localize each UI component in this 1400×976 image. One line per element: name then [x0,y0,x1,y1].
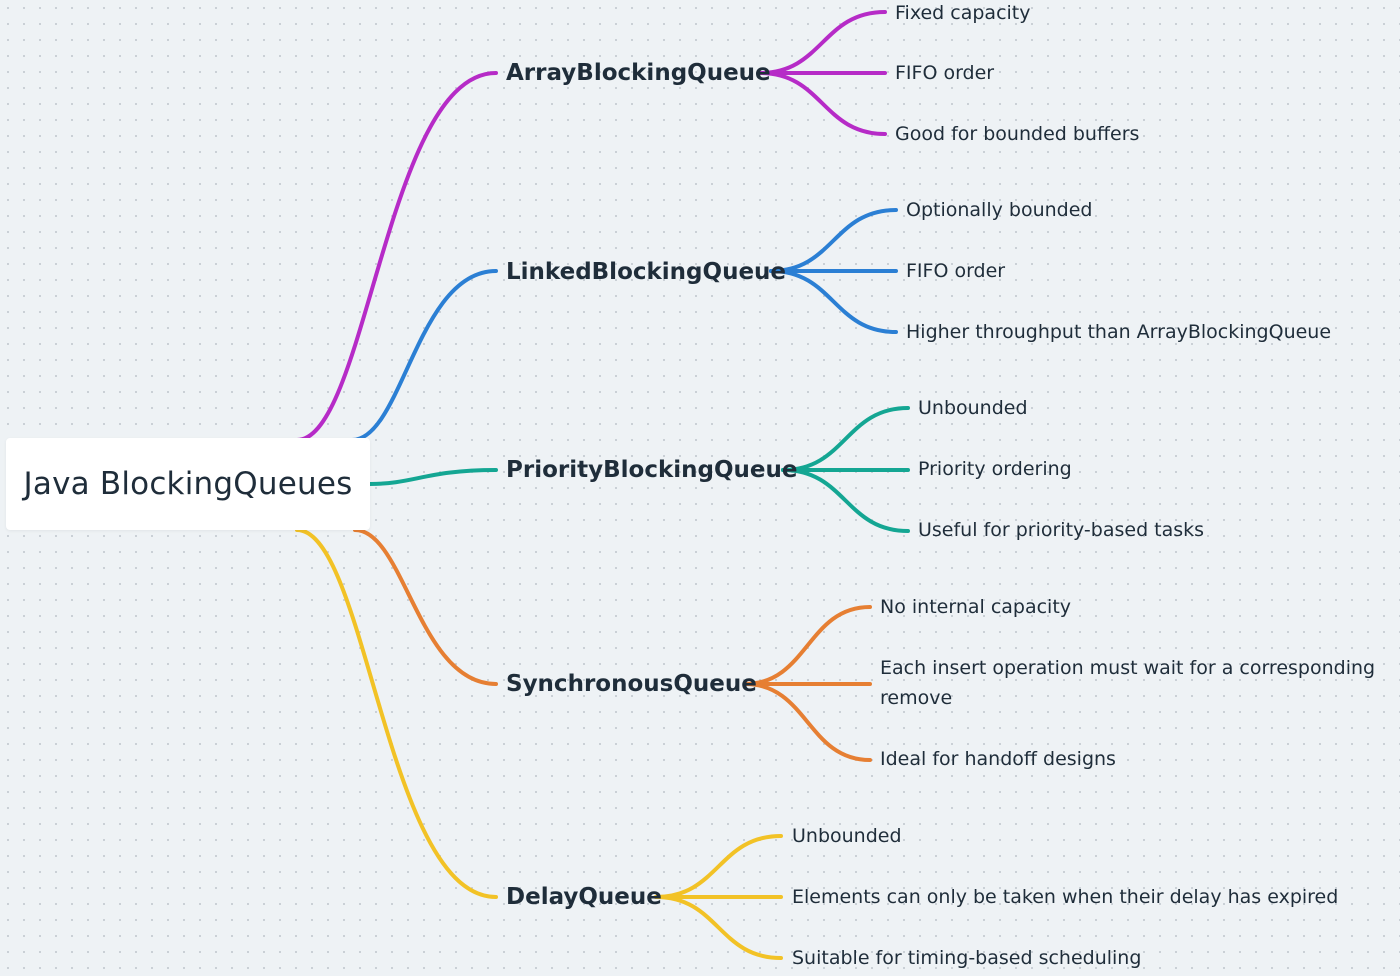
connector-branch-to-leaf [743,605,872,686]
leaf-linked-fifo-order[interactable]: FIFO order [906,260,1006,282]
root-topic-label: Java BlockingQueues [23,466,353,502]
connector-branch-to-leaf [758,10,887,75]
root-topic[interactable]: Java BlockingQueues [6,438,370,530]
leaf-array-fifo-order[interactable]: FIFO order [895,62,995,84]
branch-linked-blocking-queue[interactable]: LinkedBlockingQueue [506,259,787,285]
connector-branch-to-leaf [654,895,783,960]
leaf-array-fixed-capacity[interactable]: Fixed capacity [895,2,1031,24]
connector-branch-to-leaf [654,834,783,899]
leaf-linked-higher-throughput[interactable]: Higher throughput than ArrayBlockingQueu… [906,321,1332,343]
branch-delay-queue[interactable]: DelayQueue [506,884,662,910]
branch-synchronous-queue[interactable]: SynchronousQueue [506,671,757,697]
connector-root-to-branch [295,528,498,899]
connector-branch-to-leaf [769,208,898,273]
leaf-linked-optionally-bounded[interactable]: Optionally bounded [906,199,1093,221]
connector-branch-to-leaf [743,682,872,762]
connector-root-to-branch [350,269,498,442]
leaf-sync-handoff[interactable]: Ideal for handoff designs [880,748,1116,770]
leaf-priority-based-tasks[interactable]: Useful for priority-based tasks [918,519,1205,541]
connector-branch-to-leaf [781,468,910,533]
leaf-delay-unbounded[interactable]: Unbounded [792,825,902,847]
leaf-array-bounded-buffers[interactable]: Good for bounded buffers [895,123,1140,145]
connector-root-to-branch [295,71,498,442]
connector-branch-to-leaf [781,406,910,472]
leaf-delay-timing[interactable]: Suitable for timing-based scheduling [792,947,1142,969]
leaf-priority-unbounded[interactable]: Unbounded [918,397,1028,419]
leaf-priority-ordering[interactable]: Priority ordering [918,458,1072,480]
branch-priority-blocking-queue[interactable]: PriorityBlockingQueue [506,457,798,483]
leaf-sync-insert-wait[interactable]: Each insert operation must wait for a co… [880,657,1376,709]
connector-root-to-branch [368,468,498,486]
connector-root-to-branch [353,528,498,686]
leaf-sync-no-capacity[interactable]: No internal capacity [880,596,1072,618]
connector-branch-to-leaf [769,269,898,334]
leaf-delay-expired[interactable]: Elements can only be taken when their de… [792,886,1339,908]
connector-branch-to-leaf [758,71,887,136]
branch-array-blocking-queue[interactable]: ArrayBlockingQueue [506,60,771,86]
